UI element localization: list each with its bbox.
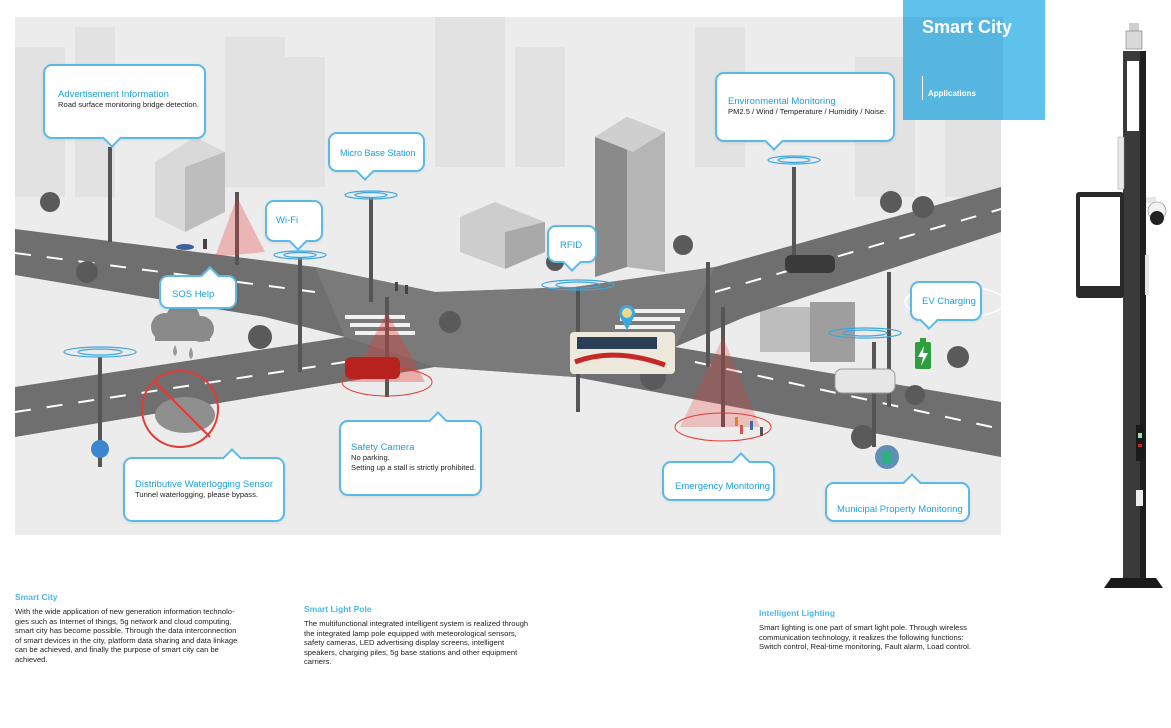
callout-description-line-2: Setting up a stall is strictly prohibite… xyxy=(351,462,476,472)
vehicles xyxy=(155,255,896,433)
pole-base xyxy=(1104,578,1163,588)
info-line: speakers, charging piles, 5g base statio… xyxy=(304,647,518,657)
callout-title: Advertisement Information xyxy=(58,89,169,100)
info-title: Smart City xyxy=(15,592,58,602)
weather-sensor-icon xyxy=(1125,23,1143,50)
light-poles xyxy=(98,147,891,467)
section-header-badge: Smart City Applications xyxy=(903,0,1045,120)
info-line: communication technology, it realizes th… xyxy=(759,632,964,642)
info-line: The multifunctional integrated intellige… xyxy=(304,619,529,628)
info-line: the integrated lamp pole equipped with m… xyxy=(304,628,517,638)
trash-bin-icon xyxy=(875,445,899,469)
pole-antenna-box xyxy=(1117,136,1125,190)
callout-sos-help: SOS Help xyxy=(159,266,237,309)
info-section-smart-light-pole: Smart Light Pole The multifunctional int… xyxy=(304,604,584,667)
callout-description: Road surface monitoring bridge detection… xyxy=(58,100,199,109)
callout-ev-charging: EV Charging xyxy=(910,281,982,330)
tall-building-icon xyxy=(595,117,665,277)
callout-title: Wi-Fi xyxy=(276,215,299,226)
callout-title: Environmental Monitoring xyxy=(728,96,836,107)
callout-emergency-monitoring: Emergency Monitoring xyxy=(662,452,775,501)
callout-advertisement-information: Advertisement Information Road surface m… xyxy=(43,64,206,148)
callout-title: Emergency Monitoring xyxy=(675,481,771,492)
header-divider xyxy=(922,76,923,100)
callout-description: Tunnel waterlogging, please bypass. xyxy=(135,490,258,499)
city-scene-graphic xyxy=(15,17,1001,469)
header-badge-inner xyxy=(903,17,1003,120)
callout-safety-camera: Safety Camera No parking. Setting up a s… xyxy=(339,411,482,496)
callout-micro-base-station: Micro Base Station xyxy=(328,132,425,181)
info-title: Smart Light Pole xyxy=(304,604,372,614)
callout-municipal-property-monitoring: Municipal Property Monitoring xyxy=(825,473,970,522)
battery-charging-icon xyxy=(915,338,931,369)
security-camera-icon xyxy=(1146,197,1167,225)
parking-garage-icon xyxy=(760,302,855,362)
rain-cloud-icon xyxy=(151,302,214,359)
info-line: Switch control, Real-time monitoring, Fa… xyxy=(759,642,971,652)
callout-title: Safety Camera xyxy=(351,442,415,453)
callout-rfid: RFID xyxy=(547,225,597,272)
pedestrians xyxy=(176,239,763,436)
callout-title: Micro Base Station xyxy=(340,148,416,158)
info-section-intelligent-lighting: Intelligent Lighting Smart lighting is o… xyxy=(759,608,1049,652)
info-line: Smart lighting is one part of smart ligh… xyxy=(759,623,967,632)
info-line: gies such as Internet of things, 5g netw… xyxy=(15,616,232,626)
info-title: Intelligent Lighting xyxy=(759,608,836,618)
location-pin-icon xyxy=(619,305,635,330)
page-subtitle: Applications xyxy=(928,89,977,98)
callout-description-line-1: No parking. xyxy=(351,453,390,462)
office-building-icon xyxy=(155,137,225,232)
wireless-signal-rings xyxy=(63,155,902,358)
smart-city-illustration: Advertisement Information Road surface m… xyxy=(15,17,1001,535)
info-section-smart-city: Smart City With the wide application of … xyxy=(15,592,295,665)
callout-title: EV Charging xyxy=(922,296,976,307)
callout-title: RFID xyxy=(560,240,583,251)
callout-wifi: Wi-Fi xyxy=(265,200,323,251)
page-title: Smart City xyxy=(922,17,1013,37)
info-line: smart city has become possible. Through … xyxy=(15,626,237,636)
info-line: carriers. xyxy=(304,657,332,667)
pole-lamp-light xyxy=(1127,61,1139,131)
low-building-icon xyxy=(460,202,545,269)
callout-description: PM2.5 / Wind / Temperature / Humidity / … xyxy=(728,107,887,116)
info-line: can be achieved, and finally the purpose… xyxy=(15,645,219,655)
info-line: achieved. xyxy=(15,654,48,664)
info-line: With the wide application of new generat… xyxy=(15,607,235,616)
trees xyxy=(40,191,969,449)
smart-light-pole-image xyxy=(1076,23,1167,588)
info-line: of smart devices in the city, platform d… xyxy=(15,635,238,645)
callout-waterlogging-sensor: Distributive Waterlogging Sensor Tunnel … xyxy=(123,448,285,522)
callout-title: SOS Help xyxy=(172,289,215,300)
led-display-screen xyxy=(1076,192,1124,298)
info-line: safety cameras, LED advertising display … xyxy=(304,638,505,648)
charging-panel-icon xyxy=(1136,425,1144,506)
water-sensor-icon xyxy=(91,440,109,458)
callout-title: Distributive Waterlogging Sensor xyxy=(135,479,273,490)
callout-environmental-monitoring: Environmental Monitoring PM2.5 / Wind / … xyxy=(715,72,895,151)
no-entry-flood-icon xyxy=(141,370,219,448)
callout-title: Municipal Property Monitoring xyxy=(837,504,963,515)
